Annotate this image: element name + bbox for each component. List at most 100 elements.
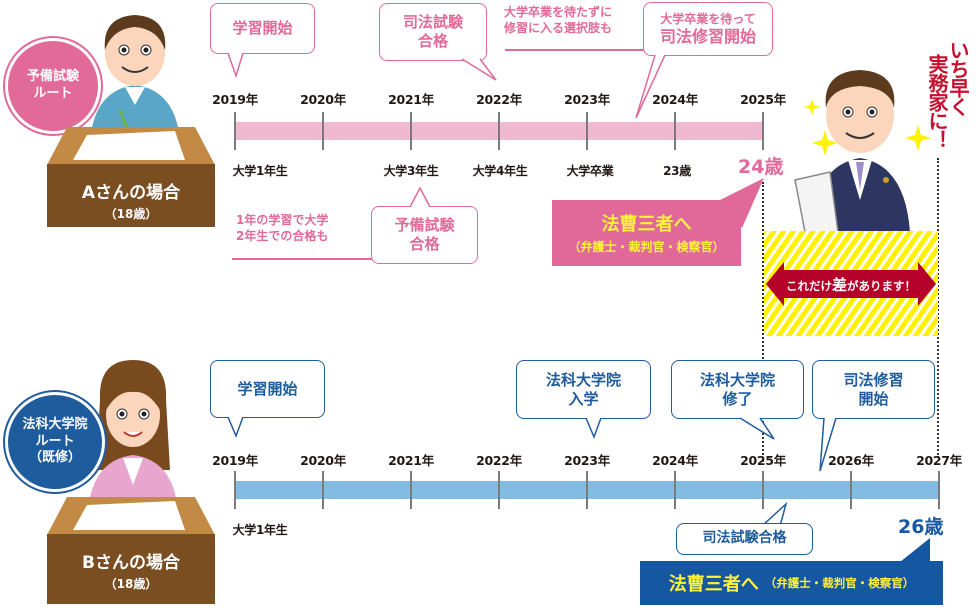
sparkle-icons — [804, 99, 931, 156]
timeline-b-tick — [410, 471, 412, 509]
bubble-a-training-start-line2: 司法修習開始 — [659, 26, 756, 46]
bubble-b-study-start-text: 学習開始 — [237, 379, 298, 398]
timeline-b-year-label: 2019年 — [212, 453, 258, 468]
route-b-badge-line1: 法科大学院 — [22, 416, 88, 432]
result-a-title: 法曹三者へ — [601, 214, 692, 235]
timeline-a-tick — [762, 112, 764, 150]
sub-label-a-4: 大学卒業 — [566, 164, 614, 178]
timeline-a-tick — [410, 112, 412, 150]
timeline-a-tick — [322, 112, 324, 150]
desk-a-age: （18歳） — [104, 207, 158, 221]
timeline-b-tick — [498, 471, 500, 509]
timeline-b-tick — [762, 471, 764, 509]
timeline-b-year-label: 2027年 — [916, 453, 962, 468]
timeline-b-tick — [234, 471, 236, 509]
bubble-b-law-school-entry-tail — [585, 417, 602, 440]
timeline-b-year-label: 2025年 — [740, 453, 786, 468]
timeline-b-year-label: 2024年 — [652, 453, 698, 468]
bubble-a-training-start: 大学卒業を待って 司法修習開始 — [643, 2, 773, 56]
note-a-early-prelim-line1: 1年の学習で大学 — [236, 213, 329, 227]
bubble-b-law-school-entry-line1: 法科大学院 — [545, 370, 621, 389]
sub-label-a-3: 大学4年生 — [472, 164, 528, 178]
timeline-b-tick — [674, 471, 676, 509]
lawyer-illustration — [794, 70, 910, 232]
desk-b-title: Bさんの場合 — [82, 553, 180, 573]
bubble-b-bar-exam-pass-text: 司法試験合格 — [702, 530, 787, 547]
bubble-a-prelim-pass-line1: 予備試験 — [394, 216, 455, 235]
route-b-badge: 法科大学院 ルート （既修） — [5, 392, 105, 492]
timeline-b-tick — [938, 471, 940, 509]
dotted-line-2027 — [937, 158, 939, 458]
result-b-banner-tail — [900, 538, 930, 562]
bubble-a-bar-exam-pass-tail — [461, 58, 497, 81]
result-a-banner-tail — [720, 178, 764, 228]
note-a-early-training-line2: 修習に入る選択肢も — [504, 21, 613, 36]
note-a-early-training: 大学卒業を待たずに 修習に入る選択肢も — [504, 4, 612, 36]
bubble-a-prelim-pass: 予備試験 合格 — [371, 206, 478, 264]
result-a-detail: （弁護士・裁判官・検察官） — [568, 240, 725, 254]
bubble-b-law-school-entry: 法科大学院 入学 — [516, 360, 651, 419]
timeline-a-tick — [674, 112, 676, 150]
timeline-a-year-label: 2021年 — [388, 92, 434, 107]
timeline-b-tick — [322, 471, 324, 509]
bubble-a-bar-exam-pass: 司法試験 合格 — [379, 3, 487, 61]
timeline-b-tick — [850, 471, 852, 509]
difference-label: これだけ差があります！ — [786, 274, 916, 295]
bubble-b-law-school-complete: 法科大学院 修了 — [671, 360, 804, 419]
timeline-a-tick — [586, 112, 588, 150]
desk-b-top — [47, 497, 215, 535]
timeline-b-year-label: 2023年 — [564, 453, 610, 468]
route-b-badge-line2: ルート — [35, 433, 75, 449]
bubble-a-training-start-tail — [635, 54, 666, 119]
desk-a-top — [47, 127, 215, 165]
bubble-b-law-school-complete-tail — [739, 417, 775, 440]
timeline-b-tick — [586, 471, 588, 509]
bubble-a-bar-exam-pass-line2: 合格 — [417, 32, 448, 50]
desk-a-title: Aさんの場合 — [81, 183, 181, 203]
timeline-a-tick — [498, 112, 500, 150]
bubble-b-bar-exam-pass: 司法試験合格 — [676, 523, 813, 555]
timeline-a-year-label: 2019年 — [212, 92, 258, 107]
desk-b-front: Bさんの場合 （18歳） — [47, 534, 215, 604]
bubble-a-bar-exam-pass-line1: 司法試験 — [402, 13, 463, 32]
result-b-age: 26歳 — [898, 516, 944, 538]
bubble-b-law-school-entry-line2: 入学 — [568, 389, 599, 408]
route-a-badge: 予備試験 ルート — [5, 38, 101, 134]
difference-label-post: があります！ — [847, 279, 917, 293]
bubble-a-prelim-pass-tail — [409, 186, 431, 208]
sub-label-a-2: 大学3年生 — [383, 164, 439, 178]
sub-label-a-1: 大学1年生 — [232, 164, 288, 178]
result-a-age: 24歳 — [738, 156, 784, 178]
timeline-a-year-label: 2024年 — [652, 92, 698, 107]
timeline-b-year-label: 2026年 — [828, 453, 874, 468]
bubble-b-training-start-tail — [819, 417, 837, 472]
bubble-b-training-start: 司法修習 開始 — [812, 360, 935, 419]
bubble-b-law-school-complete-line1: 法科大学院 — [699, 370, 775, 389]
route-b-badge-line3: （既修） — [28, 450, 81, 466]
bubble-b-study-start-tail — [227, 416, 244, 439]
bubble-b-training-start-line1: 司法修習 — [843, 370, 904, 389]
bubble-a-prelim-pass-line2: 合格 — [409, 235, 440, 253]
result-b-detail: （弁護士・裁判官・検察官） — [764, 576, 915, 590]
note-a-early-training-line1: 大学卒業を待たずに — [504, 5, 613, 19]
bubble-a-study-start-tail — [227, 52, 244, 79]
timeline-a-year-label: 2025年 — [740, 92, 786, 107]
student-b-illustration — [88, 360, 178, 510]
difference-label-pre: これだけ — [786, 279, 832, 293]
result-b-title: 法曹三者へ — [668, 574, 759, 595]
timeline-b-year-label: 2022年 — [476, 453, 522, 468]
desk-a-front: Aさんの場合 （18歳） — [47, 164, 215, 227]
desk-b-age: （18歳） — [104, 577, 158, 591]
bubble-b-training-start-line2: 開始 — [858, 389, 889, 408]
route-a-badge-line1: 予備試験 — [26, 69, 79, 85]
bubble-b-bar-exam-pass-tail — [761, 501, 788, 527]
double-arrow-icon — [766, 262, 936, 306]
result-b-banner: 法曹三者へ （弁護士・裁判官・検察官） — [640, 561, 943, 605]
note-a-early-prelim: 1年の学習で大学 2年生での合格も — [236, 212, 328, 244]
catchphrase-line1: いち早く — [946, 40, 970, 116]
timeline-a-year-label: 2020年 — [300, 92, 346, 107]
bubble-b-law-school-complete-line2: 修了 — [722, 389, 753, 408]
catchphrase: いち早く 実務家に！ — [925, 40, 970, 149]
timeline-a-year-label: 2022年 — [476, 92, 522, 107]
bubble-a-study-start-text: 学習開始 — [232, 19, 293, 38]
